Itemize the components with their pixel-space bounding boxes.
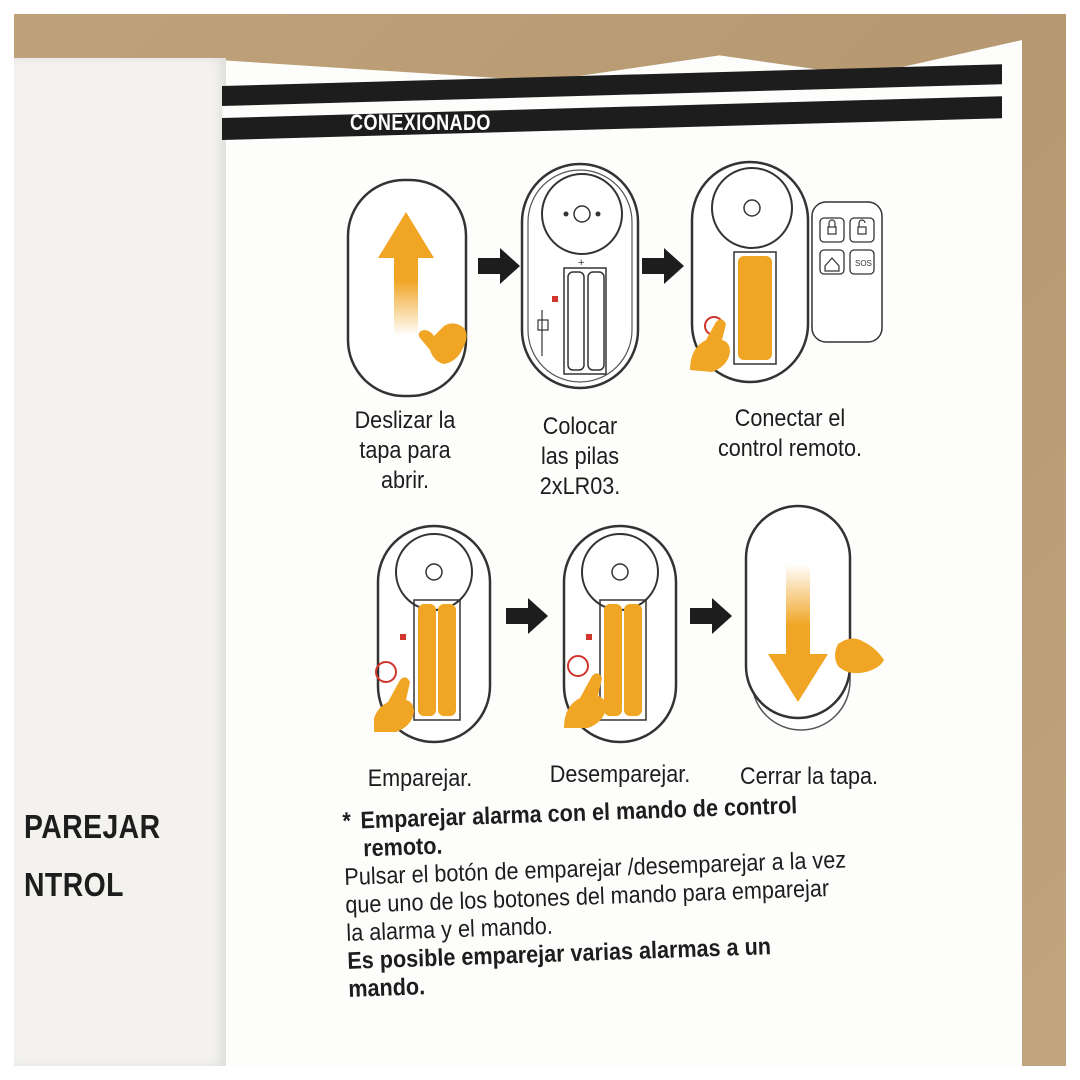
battery-left bbox=[604, 604, 622, 716]
battery-compartment bbox=[563, 267, 607, 375]
step-1-illustration bbox=[346, 178, 468, 398]
home-icon bbox=[819, 249, 845, 275]
unpair-button-highlight bbox=[567, 655, 589, 677]
step-6-illustration bbox=[744, 504, 884, 731]
step-2-caption: Colocar las pilas 2xLR03. bbox=[539, 413, 621, 500]
arrow-right-icon bbox=[642, 248, 684, 284]
battery-polarity-label: + bbox=[578, 257, 584, 269]
arrow-right-icon bbox=[690, 598, 732, 634]
hand-icon bbox=[564, 673, 606, 728]
hand-icon bbox=[374, 677, 414, 732]
lock-icon bbox=[819, 217, 845, 243]
sos-label: SOS bbox=[855, 259, 872, 268]
batteries bbox=[738, 256, 772, 360]
step-3-illustration: SOS bbox=[690, 160, 883, 384]
arrow-right-icon bbox=[478, 248, 520, 284]
left-page-fragment-1: PAREJAR bbox=[24, 808, 161, 845]
status-led bbox=[552, 296, 558, 302]
battery-right bbox=[624, 604, 642, 716]
battery-left bbox=[418, 604, 436, 716]
step-5-illustration bbox=[562, 524, 678, 744]
hand-icon bbox=[418, 323, 467, 364]
speaker-disc bbox=[541, 173, 623, 255]
step-4-illustration bbox=[374, 524, 492, 744]
left-page-fragment-2: NTROL bbox=[24, 866, 124, 903]
notes-bullet: * bbox=[342, 807, 352, 835]
speaker-disc bbox=[581, 533, 659, 611]
speaker-disc bbox=[711, 167, 793, 249]
arrow-down-icon bbox=[768, 564, 828, 702]
step-1-caption: Deslizar la tapa para abrir. bbox=[354, 407, 456, 494]
step-3-caption: Conectar el control remoto. bbox=[717, 405, 863, 462]
step-5-caption: Desemparejar. bbox=[549, 761, 691, 788]
left-page: PAREJAR NTROL bbox=[14, 58, 226, 1066]
remote-control: SOS bbox=[811, 201, 883, 343]
hand-icon bbox=[835, 638, 884, 674]
sos-button bbox=[849, 249, 875, 275]
arrow-right-icon bbox=[506, 598, 548, 634]
section-title: CONEXIONADO bbox=[350, 110, 491, 135]
unlock-icon bbox=[849, 217, 875, 243]
pair-button-highlight bbox=[375, 661, 397, 683]
arrow-up-icon bbox=[378, 212, 434, 336]
step-6-caption: Cerrar la tapa. bbox=[739, 763, 879, 790]
step-2-illustration: + bbox=[520, 162, 640, 390]
step-4-caption: Emparejar. bbox=[367, 765, 473, 792]
speaker-disc bbox=[395, 533, 473, 611]
pairing-notes: *Emparejar alarma con el mando de contro… bbox=[342, 790, 853, 1003]
hand-icon bbox=[690, 319, 730, 372]
battery-right bbox=[438, 604, 456, 716]
